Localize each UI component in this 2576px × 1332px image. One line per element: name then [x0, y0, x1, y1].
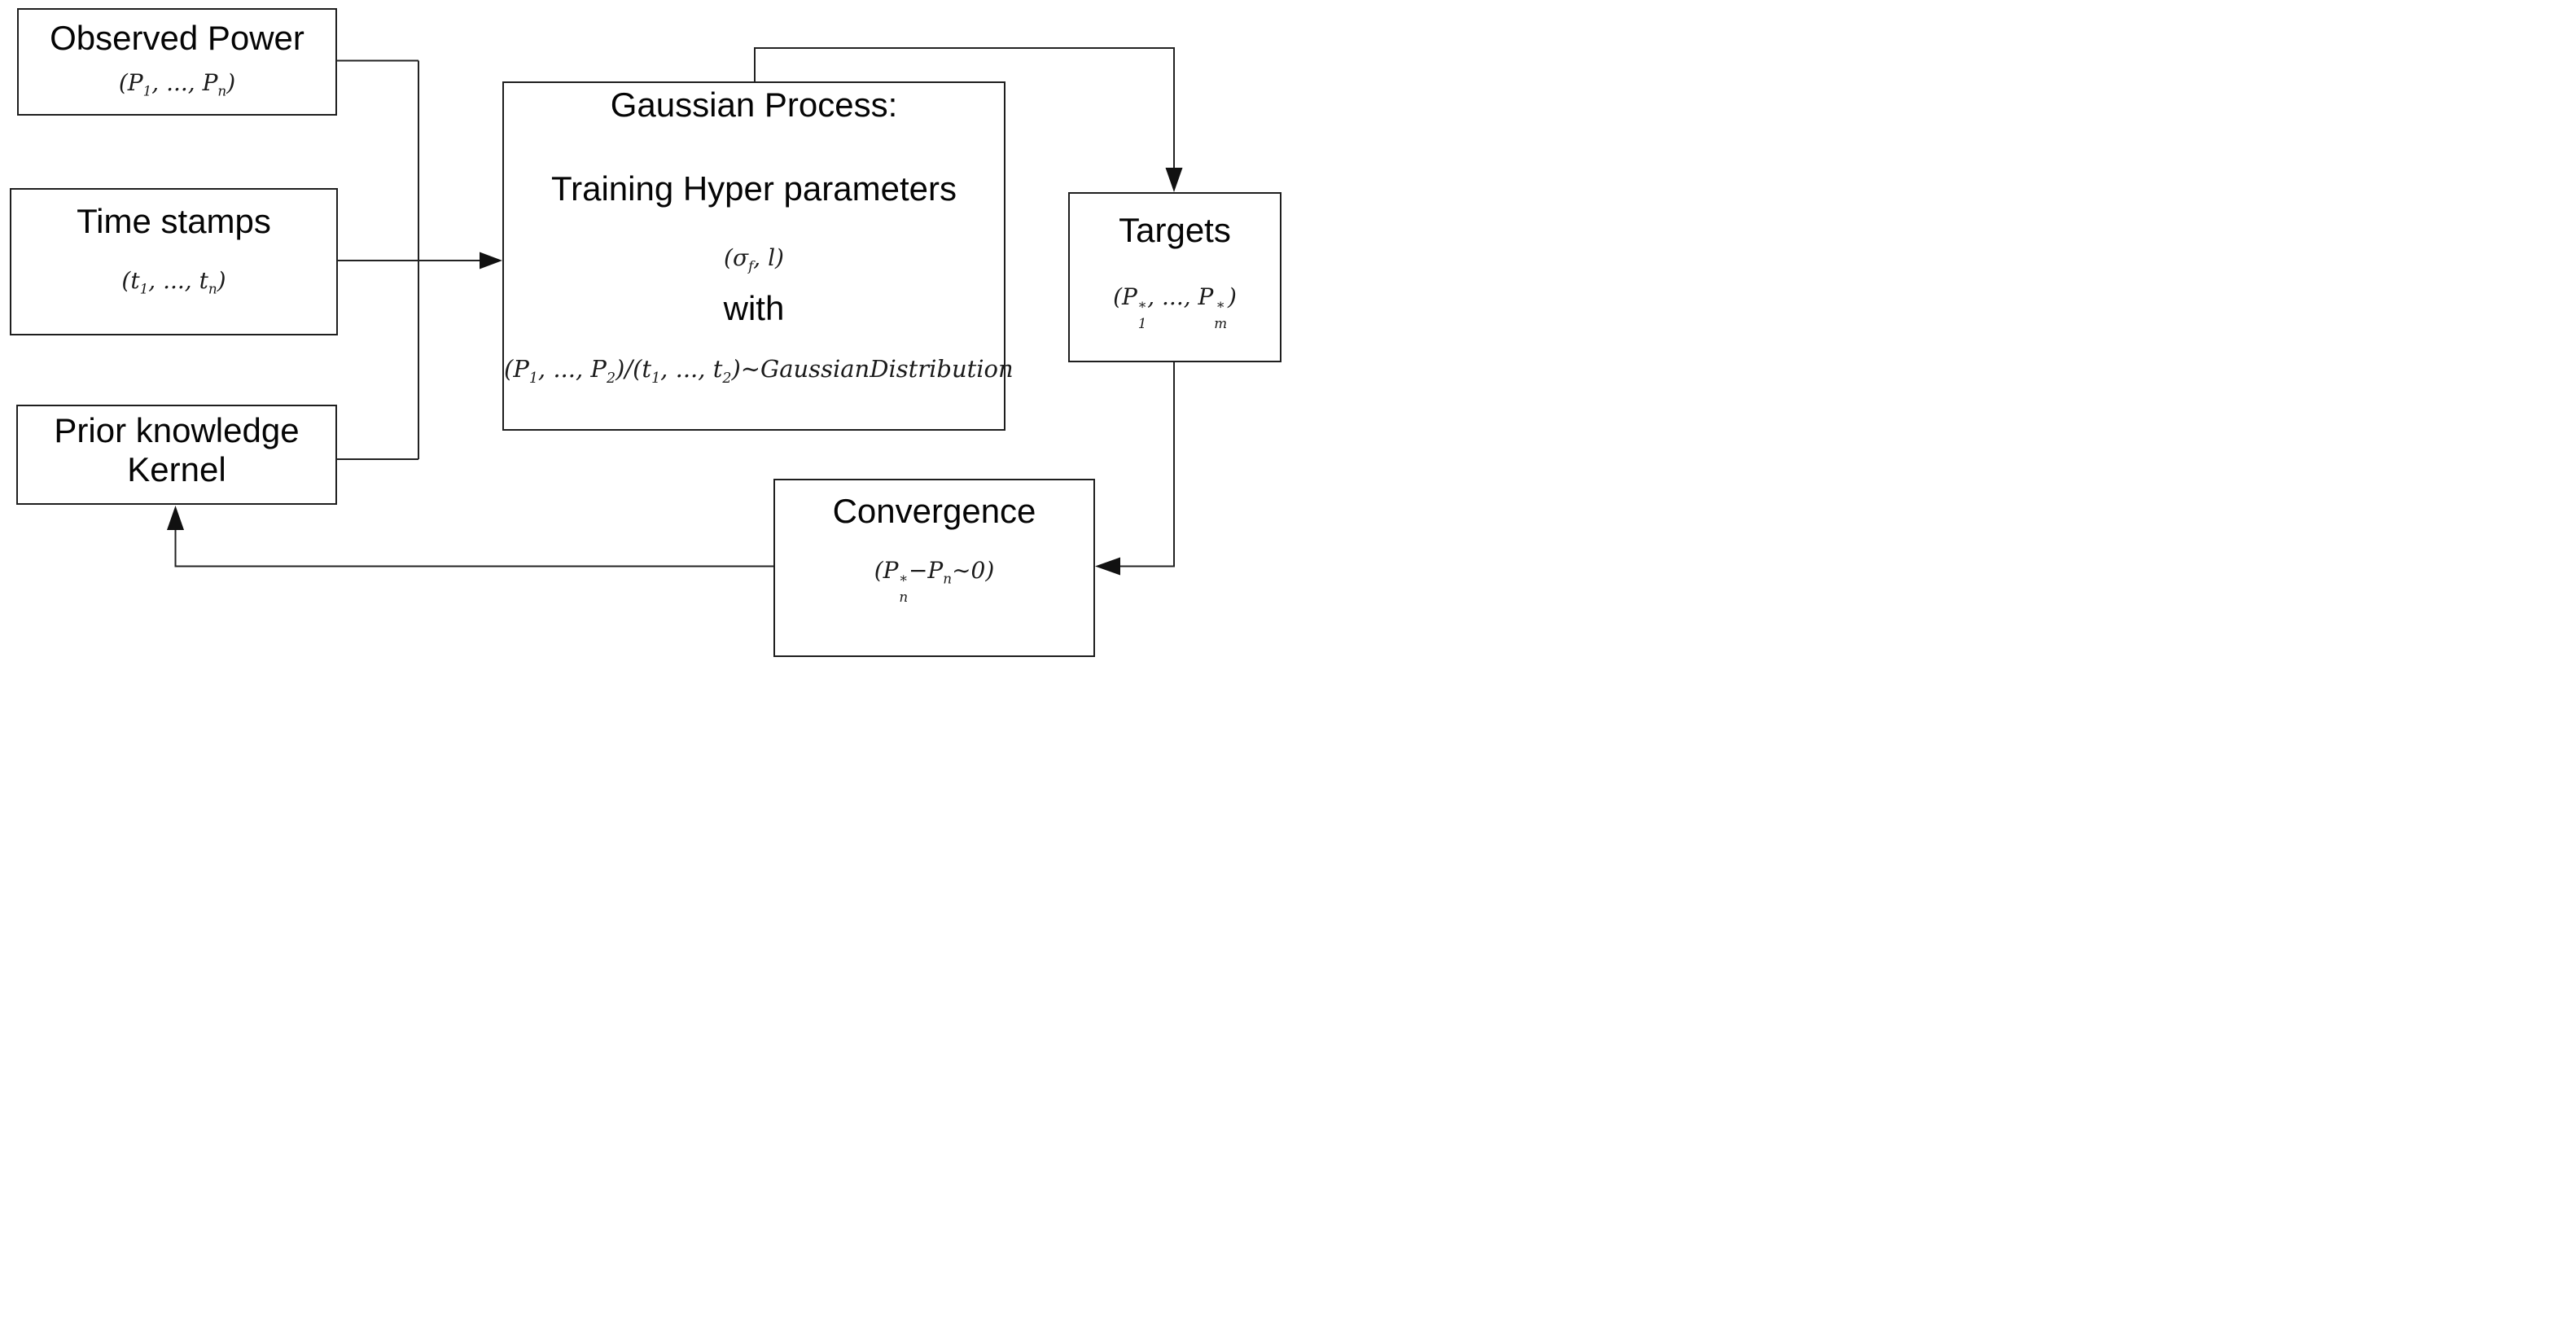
- gaussian-process-with-label: with: [723, 289, 785, 327]
- gaussian-process-title: Gaussian Process:: [610, 85, 898, 124]
- prior-knowledge-title-line2: Kernel: [127, 449, 226, 489]
- observed-power-title: Observed Power: [50, 19, 304, 57]
- prior-knowledge-title: Prior knowledge Kernel: [18, 411, 335, 489]
- diagram-canvas: Observed Power (P1, ..., Pn) Time stamps…: [0, 0, 1288, 666]
- arrowhead-into-convergence: [1095, 557, 1120, 576]
- time-stamps-title: Time stamps: [77, 202, 271, 240]
- box-gaussian-process: Gaussian Process: Training Hyper paramet…: [502, 81, 1014, 431]
- connector-layer: [167, 47, 1183, 576]
- convergence-title: Convergence: [832, 492, 1036, 530]
- wire-gp-top-to-targets: [754, 47, 1175, 168]
- box-convergence: Convergence (P*n−Pn∼0): [773, 479, 1095, 657]
- observed-power-formula: (P1, ..., Pn): [118, 69, 236, 99]
- prior-knowledge-title-line1: Prior knowledge: [54, 411, 300, 449]
- box-prior-knowledge-kernel: Prior knowledge Kernel: [16, 405, 337, 505]
- wire-targets-to-convergence: [1120, 362, 1175, 567]
- targets-formula: (P*1, ..., P*m): [1113, 283, 1237, 331]
- gaussian-process-subtitle: Training Hyper parameters: [551, 169, 957, 208]
- targets-title: Targets: [1119, 211, 1231, 249]
- convergence-formula: (P*n−Pn∼0): [874, 557, 995, 605]
- connector-convergence-to-kernel: [167, 506, 773, 567]
- gaussian-process-hyperparams-formula: (σf, l): [724, 244, 784, 274]
- arrowhead-into-targets: [1165, 168, 1183, 192]
- box-targets: Targets (P*1, ..., P*m): [1068, 192, 1281, 362]
- connector-gp-to-targets: [754, 47, 1183, 192]
- connector-targets-to-convergence: [1095, 362, 1175, 576]
- arrowhead-into-gp: [480, 252, 502, 269]
- gaussian-process-distribution-formula: (P1, ..., P2)/(t1, ..., t2)∼GaussianDist…: [504, 355, 1014, 387]
- time-stamps-formula: (t1, ..., tn): [121, 267, 226, 297]
- connector-inputs-bus: [337, 59, 502, 460]
- box-observed-power: Observed Power (P1, ..., Pn): [17, 8, 337, 116]
- wire-convergence-to-kernel: [174, 530, 773, 567]
- box-time-stamps: Time stamps (t1, ..., tn): [10, 188, 338, 335]
- arrowhead-into-kernel: [167, 506, 184, 530]
